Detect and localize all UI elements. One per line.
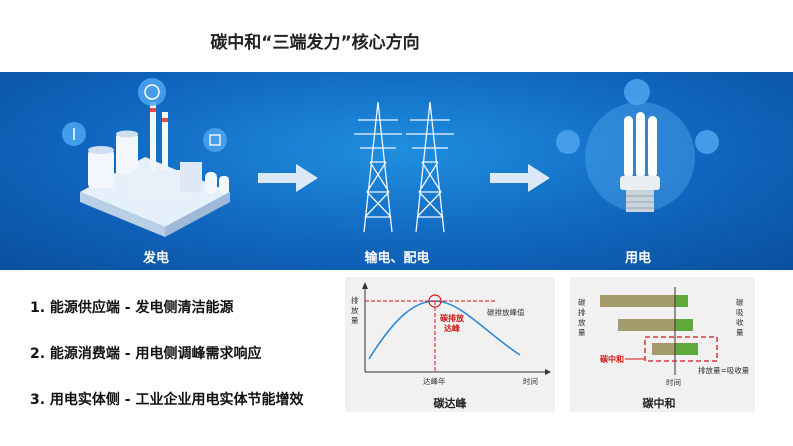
absorb-label-char: 碳 (736, 297, 744, 307)
stage-label-transmission: 输电、配电 (364, 251, 430, 266)
stage-label-consumption: 用电 (624, 251, 651, 266)
carbon-neutral-panel: 碳 排 放 量 碳 吸 收 量 碳中和 排放量=吸收量 时间 (570, 277, 755, 412)
banner-graphics (62, 78, 719, 237)
carbon-peak-panel: 排 放 量 碳排放 达峰 碳排放峰值 达峰年 时间 (345, 277, 555, 412)
transmission-tower-icon (354, 101, 454, 233)
absorb-label-char: 吸 (736, 308, 744, 317)
peak-label: 达峰 (444, 323, 460, 333)
absorb-label-char: 收 (736, 317, 744, 327)
peak-year-label: 达峰年 (423, 376, 446, 386)
emission-label-char: 碳 (578, 297, 586, 307)
emission-label-char: 量 (578, 328, 586, 337)
emission-bar (652, 343, 675, 355)
stage-label-generation: 发电 (142, 251, 169, 266)
direction-item-demand: 2. 能源消费端 - 用电侧调峰需求响应 (30, 346, 262, 362)
emission-bar (600, 295, 675, 307)
peak-ylabel-char: 量 (351, 316, 359, 325)
carbon-peak-diagram: 排 放 量 碳排放 达峰 碳排放峰值 达峰年 时间 (351, 282, 551, 386)
light-bulb-icon (556, 79, 719, 212)
peak-x-label: 时间 (523, 376, 538, 386)
emission-label-char: 放 (578, 317, 586, 327)
carbon-peak-caption: 碳达峰 (433, 397, 467, 410)
absorb-bar (675, 343, 698, 355)
peak-label: 碳排放 (440, 313, 465, 323)
page-title: 碳中和“三端发力”核心方向 (210, 33, 420, 53)
peak-value-label: 碳排放峰值 (487, 307, 525, 317)
absorb-label-char: 量 (736, 328, 744, 337)
peak-ylabel-char: 放 (351, 305, 359, 315)
emission-bar (618, 319, 675, 331)
neutral-label: 碳中和 (600, 354, 624, 364)
peak-ylabel-char: 排 (351, 295, 359, 305)
arrow-right-icon (258, 164, 318, 192)
direction-item-supply: 1. 能源供应端 - 发电侧清洁能源 (30, 300, 234, 316)
absorb-bar (675, 319, 693, 331)
emission-label-char: 排 (578, 307, 586, 317)
carbon-neutral-caption: 碳中和 (642, 397, 676, 410)
neutral-x-label: 时间 (666, 377, 681, 387)
process-banner (0, 72, 793, 270)
direction-item-enterprise: 3. 用电实体侧 - 工业企业用电实体节能增效 (30, 392, 304, 408)
power-plant-icon (62, 78, 230, 237)
arrow-right-icon (490, 164, 550, 192)
absorb-bar (675, 295, 688, 307)
carbon-neutral-diagram: 碳 排 放 量 碳 吸 收 量 碳中和 排放量=吸收量 时间 (578, 287, 750, 387)
equation-label: 排放量=吸收量 (698, 365, 750, 375)
